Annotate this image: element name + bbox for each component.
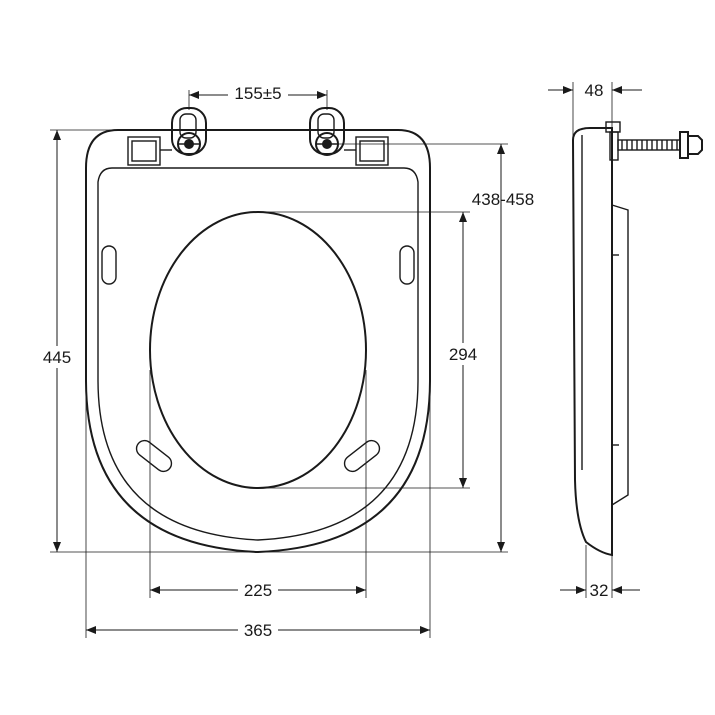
- label-fixing-range: 438-458: [472, 190, 534, 209]
- bumper-slot-lower-left: [135, 439, 173, 473]
- dimension-opening-length: 294: [258, 211, 480, 489]
- dimension-side-height: 48: [548, 81, 642, 140]
- label-opening-width: 225: [244, 581, 272, 600]
- seat-inner-outline: [97, 167, 419, 541]
- fixing-bolt: [605, 121, 703, 161]
- dimension-seat-thickness: 32: [560, 545, 640, 600]
- label-hinge-spacing: 155±5: [234, 84, 281, 103]
- seat-side-profile: [571, 127, 613, 557]
- bumper-slot-right: [399, 245, 415, 285]
- hinge-fitting-right: [309, 107, 345, 156]
- hinge-block-left-inner: [131, 140, 157, 162]
- dimension-overall-width: 365: [85, 380, 431, 641]
- dimension-hinge-spacing: 155±5: [188, 80, 328, 110]
- seat-opening: [149, 211, 367, 489]
- side-view: [571, 121, 703, 557]
- label-overall-width: 365: [244, 621, 272, 640]
- hinge-block-right-inner: [359, 140, 385, 162]
- dimension-overall-length: 445: [40, 129, 258, 553]
- hinge-block-right: [355, 136, 389, 166]
- label-side-height: 48: [585, 81, 604, 100]
- dimension-fixing-range: 438-458: [258, 143, 534, 553]
- hinge-block-left: [127, 136, 161, 166]
- label-opening-length: 294: [449, 345, 477, 364]
- bumper-slot-left: [101, 245, 117, 285]
- top-view: [85, 107, 431, 554]
- dimension-opening-width: 225: [149, 370, 367, 601]
- bumper-slot-lower-right: [343, 439, 381, 473]
- label-overall-length: 445: [43, 348, 71, 367]
- hinge-fitting-left: [171, 107, 207, 156]
- label-seat-thickness: 32: [590, 581, 609, 600]
